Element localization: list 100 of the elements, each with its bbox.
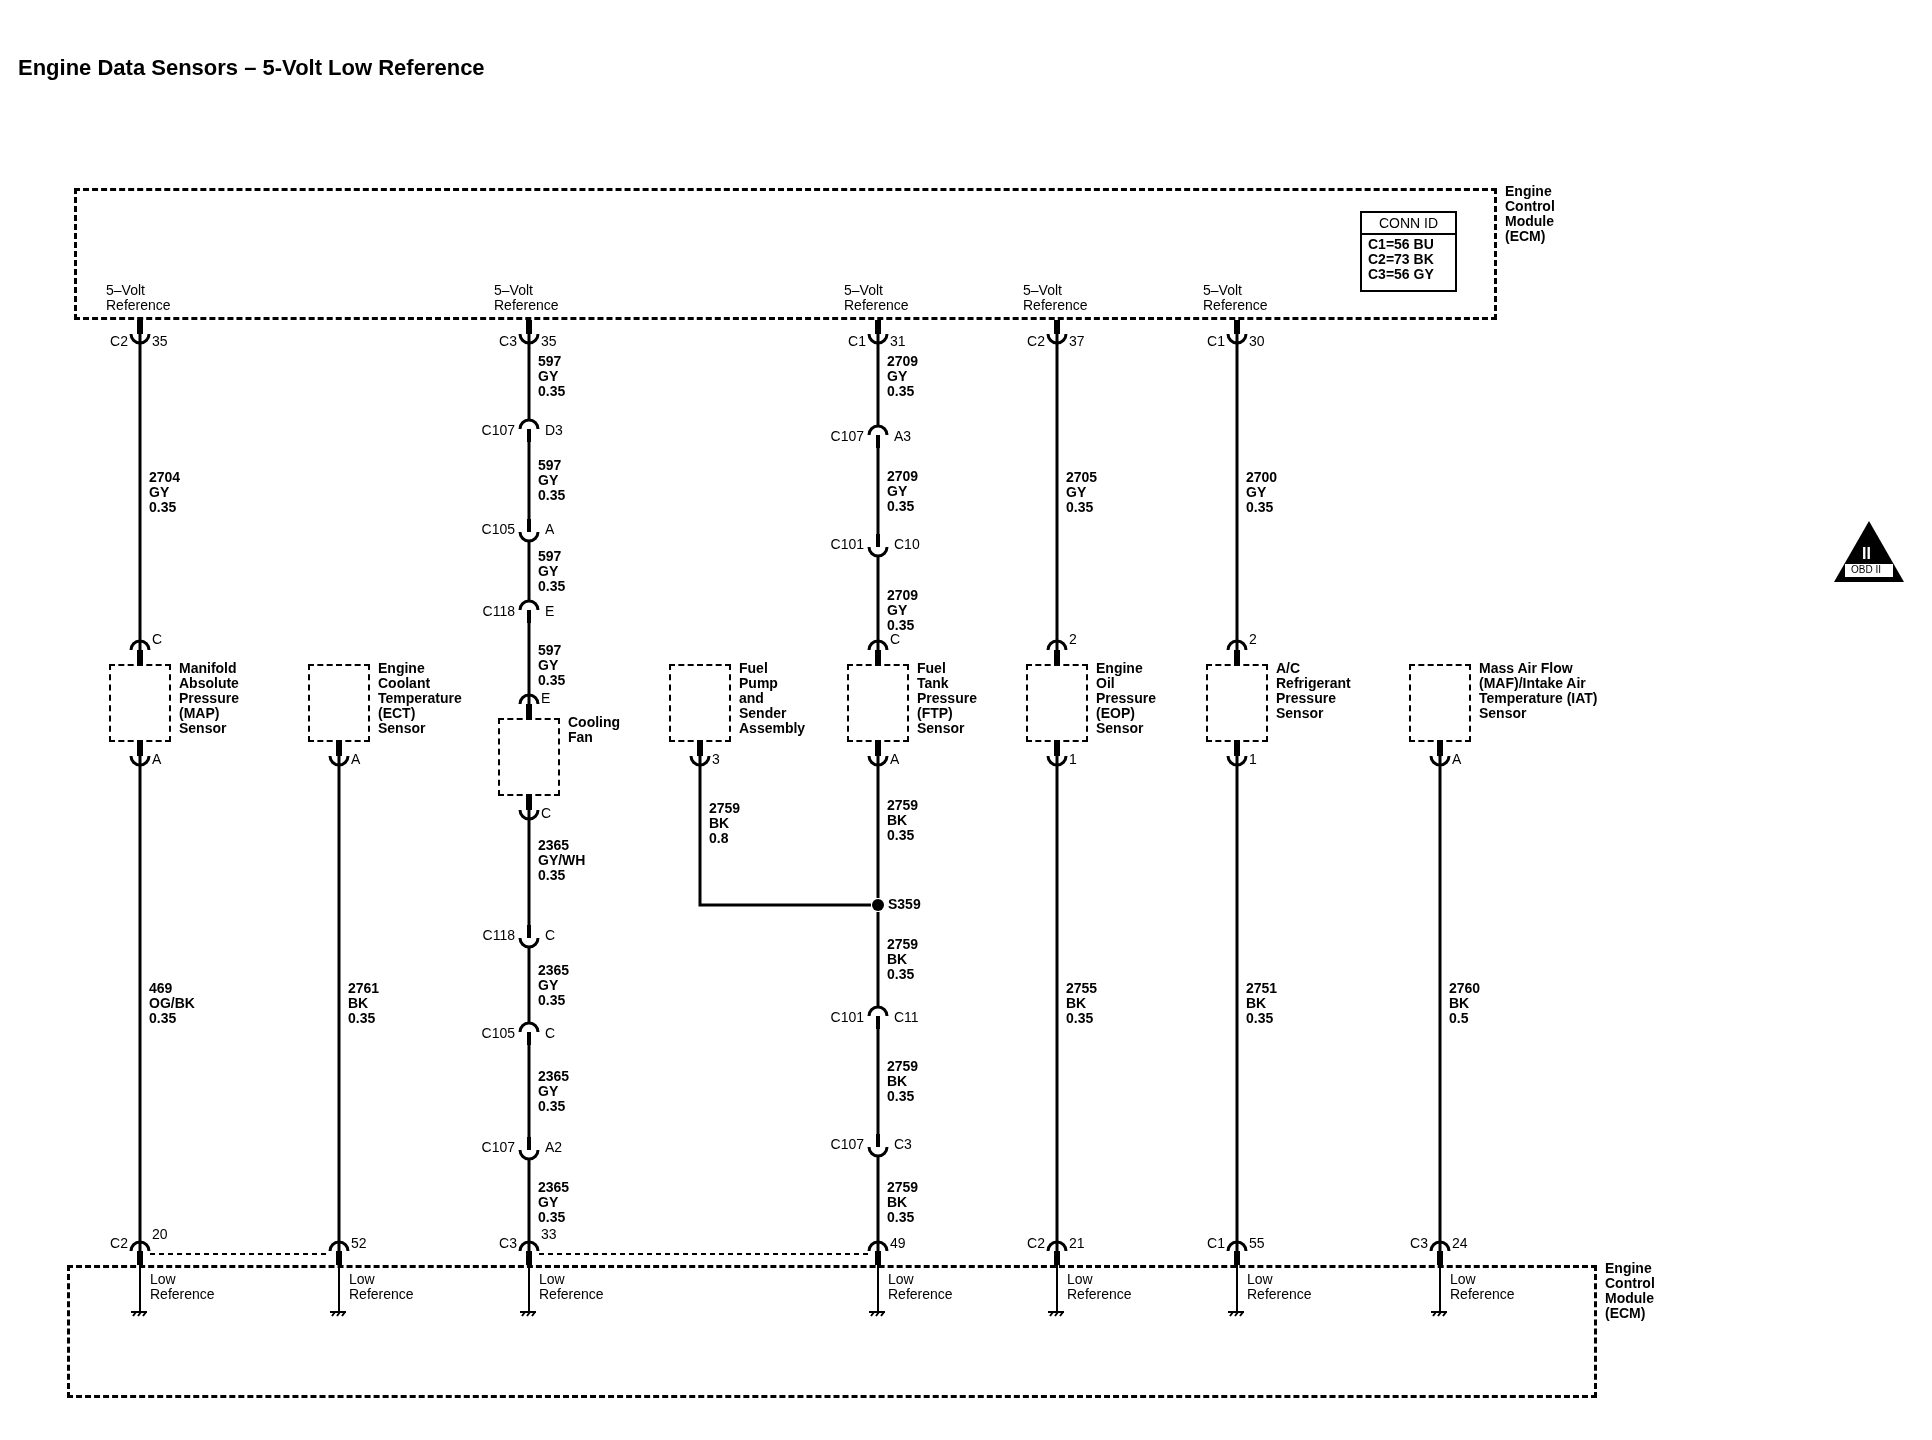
connector-label: A bbox=[545, 522, 555, 537]
pin-label: 21 bbox=[1069, 1236, 1085, 1251]
wire bbox=[527, 442, 531, 519]
wire bbox=[867, 740, 889, 898]
wire-label: 2760 BK 0.5 bbox=[1449, 981, 1481, 1026]
component-label: Fuel Pump and Sender Assembly bbox=[739, 661, 806, 736]
pin-label: C2 bbox=[110, 1236, 128, 1251]
wire-label: 2709 GY 0.35 bbox=[887, 354, 919, 399]
wire bbox=[518, 794, 540, 925]
connector-label: D3 bbox=[545, 423, 563, 438]
connector-label: C118 bbox=[481, 928, 515, 943]
pin-label: 52 bbox=[351, 1236, 367, 1251]
pin-label: C bbox=[890, 632, 901, 647]
wire bbox=[518, 318, 540, 420]
wire-label: 2761 BK 0.35 bbox=[348, 981, 380, 1026]
circuit-label: Low Reference bbox=[539, 1272, 604, 1302]
wire-label: 2759 BK 0.35 bbox=[887, 937, 919, 982]
wire bbox=[1046, 318, 1068, 666]
pin-label: C2 bbox=[1027, 1236, 1045, 1251]
wire bbox=[328, 740, 350, 1267]
wire bbox=[129, 740, 151, 1267]
circuit-label: Low Reference bbox=[349, 1272, 414, 1302]
wire-label: 2365 GY 0.35 bbox=[538, 1068, 570, 1114]
wire bbox=[1226, 740, 1248, 1267]
pin-label: 33 bbox=[541, 1227, 557, 1242]
circuit-label: Low Reference bbox=[150, 1272, 215, 1302]
pin-label: 30 bbox=[1249, 334, 1265, 349]
pin-label: 20 bbox=[152, 1227, 168, 1242]
pin-label: C1 bbox=[1207, 1236, 1225, 1251]
connector-label: C101 bbox=[829, 537, 864, 552]
wire-label: 597 GY 0.35 bbox=[538, 354, 566, 399]
table-cell-text: C1=56 BU C2=73 BK C3=56 GY bbox=[1368, 237, 1435, 282]
connector-label: C11 bbox=[894, 1010, 919, 1025]
connector-label: C bbox=[545, 928, 556, 943]
wire bbox=[1429, 740, 1451, 1267]
connector-label: C107 bbox=[480, 1140, 515, 1155]
module-label: Engine Control Module (ECM) bbox=[1505, 184, 1555, 244]
connector-label: A2 bbox=[545, 1140, 563, 1155]
wire bbox=[867, 318, 889, 426]
circuit-label: 5–Volt Reference bbox=[494, 283, 559, 313]
pin-label: 3 bbox=[712, 752, 720, 767]
wire-label: 597 GY 0.35 bbox=[538, 548, 566, 594]
connector-label: C118 bbox=[481, 604, 515, 619]
component-label: Engine Oil Pressure (EOP) Sensor bbox=[1096, 661, 1156, 736]
circuit-label: 5–Volt Reference bbox=[844, 283, 909, 313]
wire-label: 2365 GY 0.35 bbox=[538, 1180, 570, 1225]
connector-label: C101 bbox=[829, 1010, 864, 1025]
wire bbox=[876, 1029, 880, 1134]
connector-label: C105 bbox=[480, 522, 515, 537]
pin-label: C bbox=[152, 632, 163, 647]
pin-label: C3 bbox=[499, 334, 517, 349]
circuit-label: Low Reference bbox=[1067, 1272, 1132, 1302]
wire bbox=[867, 1156, 889, 1267]
circuit-label: 5–Volt Reference bbox=[1023, 283, 1088, 313]
connector-label: C107 bbox=[480, 423, 515, 438]
circuit-label: Low Reference bbox=[1247, 1272, 1312, 1302]
circuit-label: Low Reference bbox=[1450, 1272, 1515, 1302]
pin-label: 1 bbox=[1249, 752, 1257, 767]
wire-label: 2700 GY 0.35 bbox=[1246, 469, 1278, 515]
pin-label: C2 bbox=[110, 334, 128, 349]
wire bbox=[527, 947, 531, 1023]
wire-label: 597 GY 0.35 bbox=[538, 643, 566, 688]
pin-label: C3 bbox=[1410, 1236, 1428, 1251]
component-label: Mass Air Flow (MAF)/Intake Air Temperature (IAT) Sensor bbox=[1479, 661, 1599, 721]
pin-label: A bbox=[1452, 752, 1462, 767]
pin-label: 2 bbox=[1069, 632, 1077, 647]
pin-label: C1 bbox=[848, 334, 866, 349]
pin-label: A bbox=[890, 752, 900, 767]
wire-label: 597 GY 0.35 bbox=[538, 458, 566, 503]
component-label: Fuel Tank Pressure (FTP) Sensor bbox=[917, 661, 977, 736]
wire-label: 469 OG/BK 0.35 bbox=[149, 981, 195, 1026]
pin-label: A bbox=[351, 752, 361, 767]
pin-label: C3 bbox=[499, 1236, 517, 1251]
wire bbox=[876, 448, 880, 534]
connector-id-table bbox=[1360, 211, 1457, 292]
wire bbox=[876, 912, 880, 1007]
connector-label: E bbox=[545, 604, 555, 619]
wire-label: 2704 GY 0.35 bbox=[149, 469, 181, 515]
pin-label: 37 bbox=[1069, 334, 1085, 349]
wire bbox=[518, 623, 540, 720]
pin-label: 2 bbox=[1249, 632, 1257, 647]
pin-label: 24 bbox=[1452, 1236, 1468, 1251]
pin-label: 49 bbox=[890, 1236, 906, 1251]
connector-label: C107 bbox=[829, 1137, 864, 1152]
table-header: CONN ID bbox=[1362, 213, 1455, 235]
wire-label: 2759 BK 0.35 bbox=[887, 1180, 919, 1225]
wire bbox=[518, 1159, 540, 1267]
connector-label: A3 bbox=[894, 429, 912, 444]
circuit-label: 5–Volt Reference bbox=[1203, 283, 1268, 313]
wire-label: 2759 BK 0.8 bbox=[709, 801, 741, 846]
module-label: Engine Control Module (ECM) bbox=[1605, 1261, 1655, 1321]
component-label: Engine Coolant Temperature (ECT) Sensor bbox=[378, 661, 462, 736]
component-label: Manifold Absolute Pressure (MAP) Sensor bbox=[179, 661, 239, 736]
pin-label: 55 bbox=[1249, 1236, 1265, 1251]
pin-label: E bbox=[541, 691, 551, 706]
connector-label: C3 bbox=[894, 1137, 912, 1152]
wire-label: 2709 GY 0.35 bbox=[887, 468, 919, 514]
wire bbox=[689, 740, 871, 907]
wire-label: 2705 GY 0.35 bbox=[1066, 469, 1098, 515]
wire-label: 2365 GY 0.35 bbox=[538, 962, 570, 1008]
